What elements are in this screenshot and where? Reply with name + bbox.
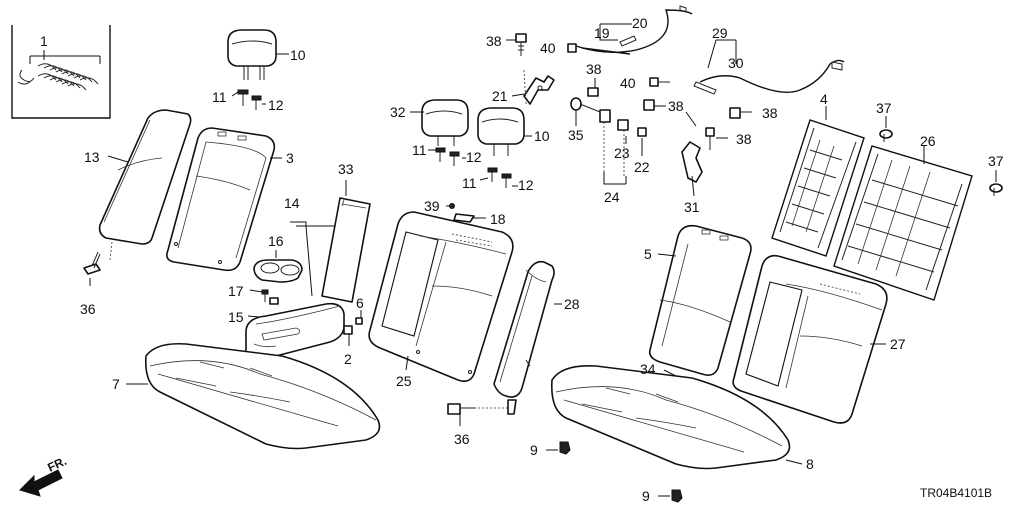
callout-34: 34 <box>640 361 656 377</box>
part-25-seatback-center <box>368 211 514 382</box>
callout-37-top: 37 <box>876 100 892 116</box>
callout-19: 19 <box>594 25 610 41</box>
callout-22: 22 <box>634 159 650 175</box>
part-21-hinge-bracket <box>511 69 555 105</box>
callout-12: 12 <box>268 97 284 113</box>
part-19-20-harness-top <box>575 5 693 55</box>
callout-20: 20 <box>632 15 648 31</box>
part-33-pass-through-panel <box>321 180 371 303</box>
callout-40-top: 40 <box>540 40 556 56</box>
callout-30: 30 <box>728 55 744 71</box>
callout-36-center: 36 <box>454 431 470 447</box>
diagram-code: TR04B4101B <box>920 486 992 500</box>
callout-11-center1: 11 <box>412 142 427 158</box>
part-15-armrest <box>245 302 345 359</box>
part-28-side-bolster <box>493 260 562 398</box>
callout-3: 3 <box>286 150 294 166</box>
part-31-bracket <box>681 111 703 197</box>
part-13-seatback-cover-left <box>98 109 192 261</box>
callout-10-center: 10 <box>534 128 550 144</box>
front-label: FR. <box>45 454 68 475</box>
callout-33: 33 <box>338 161 354 177</box>
callout-29: 29 <box>712 25 728 41</box>
part-26-seatback-frame-large <box>833 145 973 301</box>
callout-38-center: 38 <box>668 98 684 114</box>
part-36-bolt-left <box>83 251 101 286</box>
callout-23: 23 <box>614 145 630 161</box>
callout-11-center2: 11 <box>462 175 477 191</box>
callout-38-right2: 38 <box>736 131 752 147</box>
part-10-headrest-left <box>227 29 289 80</box>
part-38-nuts-center <box>587 78 666 111</box>
part-4-seatback-frame <box>771 106 865 257</box>
callout-9-lower: 9 <box>642 488 650 504</box>
part-23-22-24-latch <box>599 109 647 185</box>
front-direction-arrow-icon <box>19 469 63 497</box>
callout-7: 7 <box>112 376 120 392</box>
part-39-18-bezel <box>446 203 486 223</box>
callout-35: 35 <box>568 127 584 143</box>
callout-8: 8 <box>806 456 814 472</box>
callout-38-right1: 38 <box>762 105 778 121</box>
callout-38-top: 38 <box>486 33 502 49</box>
part-14-leader <box>290 221 336 297</box>
callout-37-right: 37 <box>988 153 1004 169</box>
callout-27: 27 <box>890 336 906 352</box>
callout-25: 25 <box>396 373 412 389</box>
callout-15: 15 <box>228 309 244 325</box>
callout-12-center2: 12 <box>518 177 534 193</box>
part-10-headrest-center <box>477 107 532 156</box>
part-3-seatback-left <box>166 127 282 272</box>
part-32-headrest-center <box>410 99 469 146</box>
callout-9-upper: 9 <box>530 442 538 458</box>
part-7-seat-cushion-left <box>126 342 381 450</box>
callout-14: 14 <box>284 195 300 211</box>
part-27-seatback-right-large <box>732 254 888 424</box>
callout-17: 17 <box>228 283 244 299</box>
part-38-bolt-right <box>705 107 752 150</box>
part-8-seat-cushion-right <box>550 364 803 470</box>
callout-32: 32 <box>390 104 406 120</box>
part-29-30-harness-right <box>693 39 845 95</box>
callout-26: 26 <box>920 133 936 149</box>
callout-24: 24 <box>604 189 620 205</box>
callout-13: 13 <box>84 149 100 165</box>
callout-21: 21 <box>492 88 508 104</box>
callout-39: 39 <box>424 198 440 214</box>
callout-36-left: 36 <box>80 301 96 317</box>
callout-1: 1 <box>40 33 48 49</box>
callout-28: 28 <box>564 296 580 312</box>
callout-11: 11 <box>212 89 227 105</box>
part-38-bolt-top <box>506 33 527 56</box>
part-9-clips <box>546 441 683 503</box>
part-5-seatback-right <box>648 224 752 376</box>
callout-31: 31 <box>684 199 700 215</box>
callout-16: 16 <box>268 233 284 249</box>
callout-4: 4 <box>820 91 828 107</box>
callout-40-mid: 40 <box>620 75 636 91</box>
callout-6: 6 <box>356 295 364 311</box>
callout-12-center1: 12 <box>466 149 482 165</box>
part-36-bolt-center <box>447 399 517 426</box>
callout-2: 2 <box>344 351 352 367</box>
part-11-12-screws-left <box>231 89 266 110</box>
callout-5: 5 <box>644 246 652 262</box>
callout-18: 18 <box>490 211 506 227</box>
part-40-nuts <box>567 43 670 87</box>
callout-10: 10 <box>290 47 306 63</box>
part-37-clips <box>879 116 1003 196</box>
part-1-clip-kit <box>11 25 111 119</box>
part-16-cup-holder <box>253 250 303 283</box>
part-35-collar <box>570 97 601 126</box>
part-6-2-fasteners <box>343 310 363 346</box>
callout-38-mid: 38 <box>586 61 602 77</box>
part-11-12-screws-center <box>428 147 518 188</box>
